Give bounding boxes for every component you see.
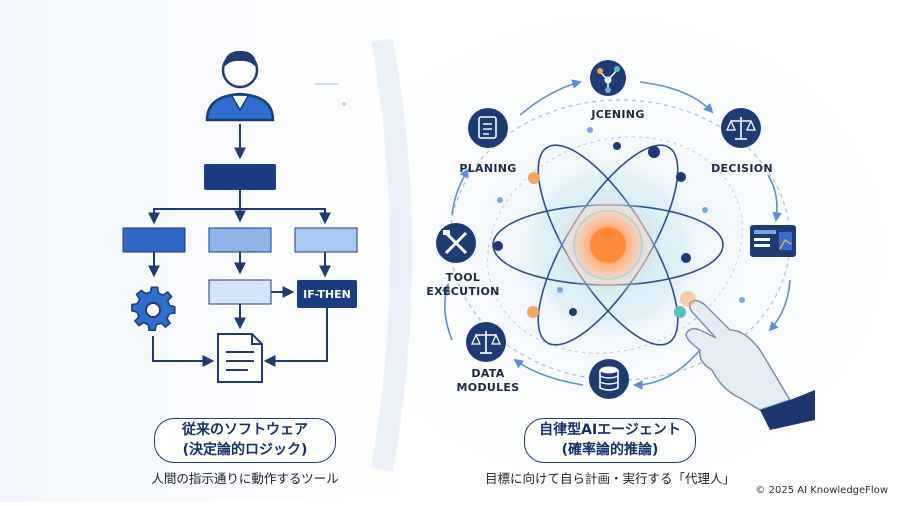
robot-hand-icon [680, 291, 815, 430]
right-subtitle: 目標に向けて自ら計画・実行する「代理人」 [484, 471, 735, 486]
if-then-block [297, 280, 357, 308]
database-icon [589, 359, 629, 399]
flowchart: IF-THEN [122, 50, 358, 383]
left-subtitle: 人間の指示通りに動作するツール [151, 471, 339, 486]
if-then-label: IF-THEN [303, 288, 351, 301]
clipboard-icon [468, 108, 508, 148]
right-title-line1: 自律型AIエージェント [539, 422, 681, 438]
node-label-data: DATA MODULES [448, 367, 528, 395]
network-icon [590, 60, 626, 96]
process-block-top [204, 164, 276, 190]
tools-icon [436, 223, 476, 263]
scales-icon-decision [721, 108, 761, 148]
scales-icon-data [466, 322, 506, 362]
node-label-data-line2: MODULES [456, 381, 520, 394]
gear-icon [131, 286, 176, 332]
process-block-center [208, 227, 272, 253]
node-label-data-line1: DATA [471, 367, 505, 380]
node-label-tool-line1: TOOL [445, 271, 481, 284]
process-block-lower [208, 279, 272, 305]
process-block-right [294, 227, 358, 253]
person-icon [205, 50, 275, 122]
left-title-line1: 従来のソフトウェア [182, 422, 308, 438]
document-icon [217, 333, 263, 383]
process-block-left [122, 227, 186, 253]
ai-network [436, 60, 815, 430]
node-label-tool-line2: EXECUTION [426, 285, 500, 298]
copyright: © 2025 AI KnowledgeFlow [755, 485, 888, 496]
node-label-tool: TOOL EXECUTION [418, 271, 508, 299]
right-title-pill: 自律型AIエージェント (確率論的推論) [524, 418, 696, 463]
node-label-decision: DECISION [711, 162, 773, 175]
right-title-line2: (確率論的推論) [561, 442, 659, 458]
network-dots [493, 127, 745, 318]
left-title-line2: (決定論的ロジック) [182, 442, 308, 458]
node-label-planning: PLANING [459, 162, 517, 175]
node-label-learning: JCENING [591, 108, 645, 121]
left-title-pill: 従来のソフトウェア (決定論的ロジック) [154, 418, 336, 463]
dashboard-icon [750, 225, 796, 257]
